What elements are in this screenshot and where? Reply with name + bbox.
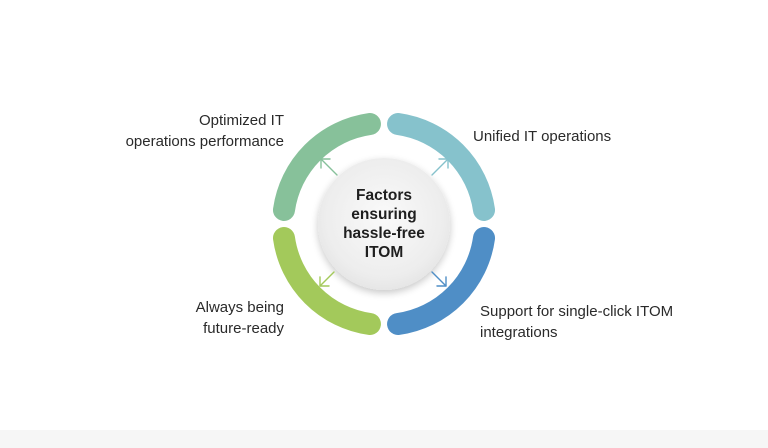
diagonal-arrow-icon [431, 158, 449, 176]
diagonal-arrow-icon [320, 158, 338, 176]
ring-segment-future-ready [272, 227, 381, 336]
factor-label-optimized: Optimized IT operations performance [125, 112, 284, 150]
diagonal-arrow-icon [319, 271, 335, 287]
center-title-line: hassle-free [343, 225, 425, 242]
factor-label-unified: Unified IT operations [473, 128, 612, 145]
diagonal-arrow-icon [431, 271, 447, 287]
ring-segment-optimized [272, 112, 381, 221]
center-title: Factors ensuring hassle-free ITOM [316, 172, 452, 276]
center-circle [318, 158, 450, 290]
factor-label-single-click: Support for single-click ITOM integratio… [480, 303, 674, 341]
center-title-line: Factors [356, 187, 412, 204]
factor-label-future-ready: Always being future-ready [195, 299, 284, 337]
center-title-line: ITOM [364, 244, 404, 261]
ring-segment-single-click [387, 227, 496, 336]
ring-segment-unified [387, 112, 496, 221]
center-title-line: ensuring [351, 206, 417, 223]
